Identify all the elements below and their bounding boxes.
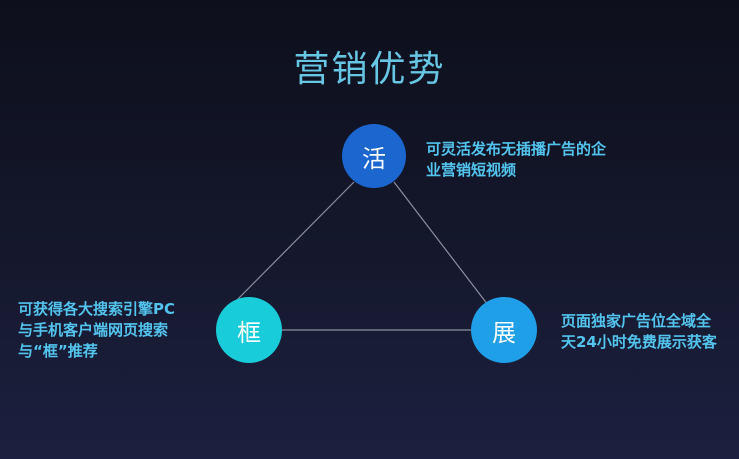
description-huo: 可灵活发布无插播广告的企 业营销短视频 bbox=[426, 139, 606, 181]
description-line: 与“框”推荐 bbox=[18, 342, 98, 360]
connector-top-right bbox=[393, 181, 489, 306]
node-kuang-label: 框 bbox=[237, 318, 261, 347]
description-kuang: 可获得各大搜索引擎PC 与手机客户端网页搜索 与“框”推荐 bbox=[18, 299, 175, 362]
description-line: 可灵活发布无插播广告的企 bbox=[426, 140, 607, 158]
node-huo: 活 bbox=[342, 124, 406, 188]
node-huo-label: 活 bbox=[362, 144, 386, 173]
node-zhan-label: 展 bbox=[492, 318, 516, 347]
node-kuang: 框 bbox=[216, 297, 282, 363]
description-line: 业营销短视频 bbox=[426, 161, 517, 179]
description-line: 天24小时免费展示获客 bbox=[561, 333, 717, 351]
node-zhan: 展 bbox=[471, 297, 537, 363]
description-line: 页面独家广告位全域全 bbox=[561, 312, 712, 330]
description-line: 与手机客户端网页搜索 bbox=[18, 321, 169, 339]
description-zhan: 页面独家广告位全域全 天24小时免费展示获客 bbox=[561, 311, 717, 353]
description-line: 可获得各大搜索引擎PC bbox=[18, 300, 176, 318]
connector-top-left bbox=[231, 181, 355, 306]
page-title: 营销优势 bbox=[293, 49, 446, 90]
